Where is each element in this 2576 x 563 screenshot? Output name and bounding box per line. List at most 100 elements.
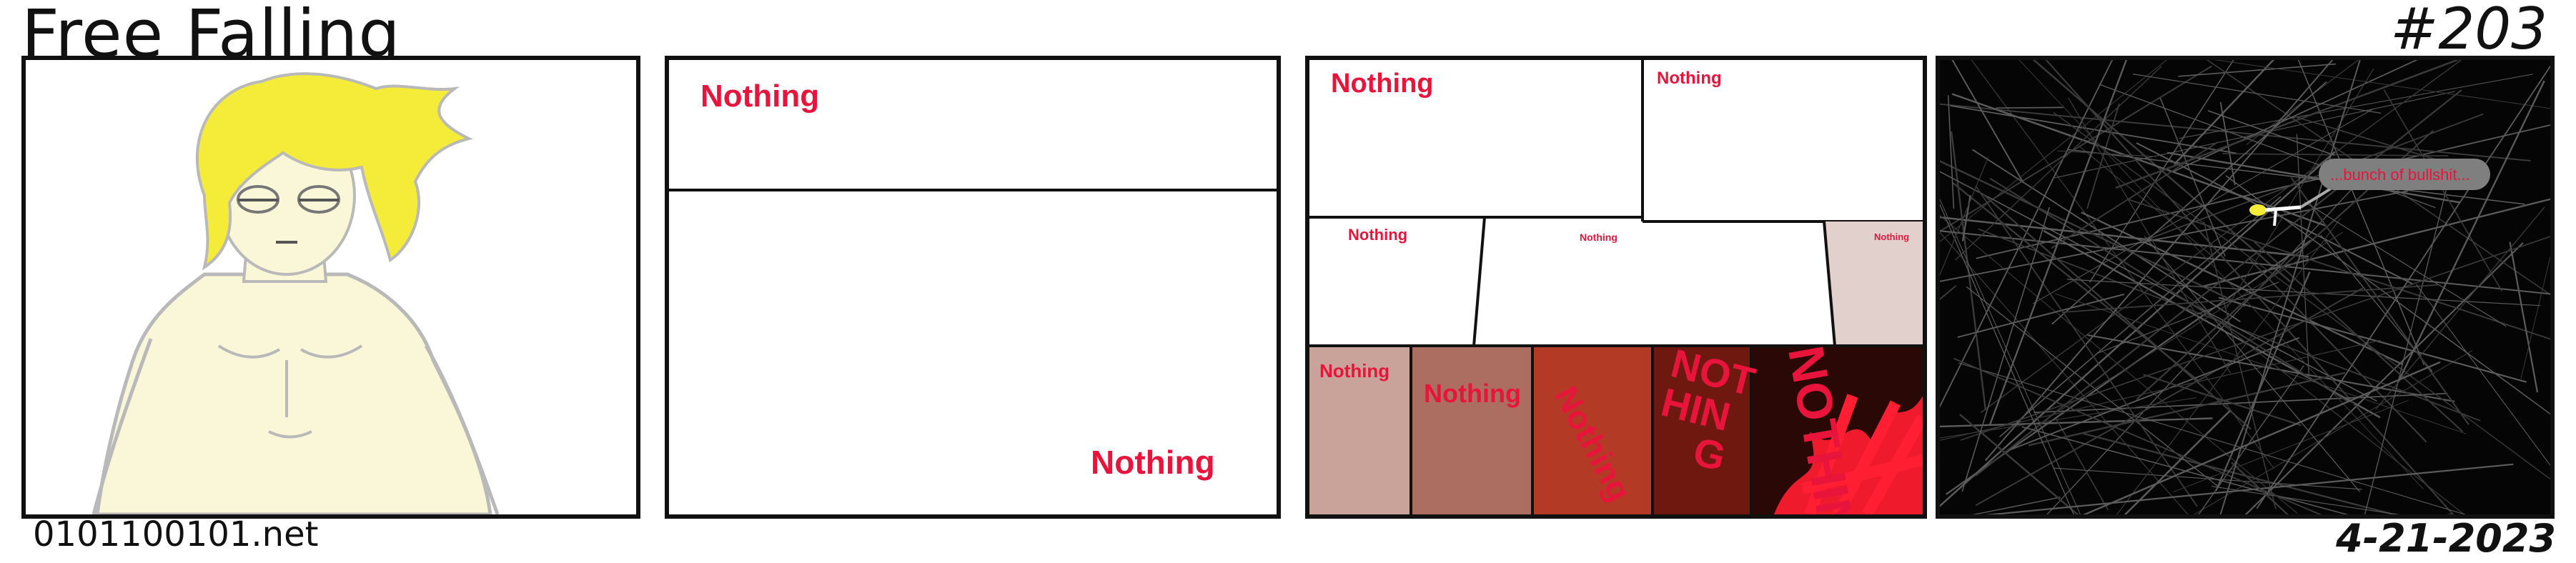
scratch-line [2028, 372, 2346, 447]
scratch-line [1972, 497, 2061, 514]
scratch-line [2254, 241, 2464, 432]
scratch-line [1999, 196, 2282, 437]
p3-cell-top-left: Nothing [1331, 69, 1434, 99]
scratch-line [2086, 103, 2120, 209]
speech-bubble: ...bunch of bullshit... [2319, 159, 2490, 190]
scratch-line [2051, 81, 2327, 325]
scratch-line [2218, 297, 2527, 383]
scratch-line [2096, 282, 2279, 354]
scratch-line [2018, 60, 2424, 489]
scratch-line [2375, 206, 2545, 410]
scratch-line [2173, 399, 2409, 492]
panel-3-grid [1309, 60, 1923, 514]
scratch-line [1940, 60, 2114, 408]
scratch-line [2231, 462, 2289, 514]
scratch-line [2055, 293, 2467, 434]
scratch-line [1940, 60, 2168, 242]
scratch-line [2215, 271, 2311, 492]
scratch-line [2256, 65, 2550, 509]
panel-4: ...bunch of bullshit... [1936, 56, 2555, 519]
scratch-line [2166, 151, 2460, 204]
scratch-line [1961, 206, 2050, 492]
panel-2-top-text: Nothing [700, 79, 820, 114]
scratch-line [1982, 193, 2251, 430]
comic-date: 4-21-2023 [2336, 516, 2556, 561]
scratch-line [2032, 60, 2292, 283]
scratch-line [2056, 418, 2109, 511]
scratch-line [2214, 60, 2550, 109]
scratch-line [2051, 141, 2219, 249]
issue-number: #203 [2390, 0, 2547, 62]
scratch-line [2116, 218, 2341, 514]
falling-figure [2249, 177, 2342, 226]
scratch-line [1955, 66, 2162, 261]
scratch-line [1940, 214, 2298, 514]
scratch-line [2178, 289, 2465, 514]
panel-2-divider [669, 189, 1277, 191]
scratch-line [2143, 374, 2302, 427]
scratch-line [1996, 106, 2064, 109]
scratch-line [1980, 60, 2462, 414]
scratch-line [2290, 176, 2470, 425]
scratch-line [2174, 60, 2275, 165]
scratch-line [2383, 89, 2503, 292]
scratch-line [2203, 221, 2277, 509]
panel-3: Nothing Nothing Nothing Nothing Nothing … [1305, 56, 1927, 519]
scratch-line [2087, 334, 2455, 402]
p3-cell-mid-center: Nothing [1580, 231, 1618, 243]
scratch-line [2083, 432, 2397, 514]
scratch-line [2509, 241, 2539, 393]
scratch-line [1984, 60, 2334, 462]
scratch-line [2144, 236, 2360, 492]
site-url[interactable]: 0101100101.net [33, 514, 319, 554]
scratch-line [2178, 63, 2337, 77]
scratch-line [2082, 361, 2441, 514]
p3-cell-mid-right: Nothing [1874, 231, 1910, 242]
scratch-line [1975, 287, 2364, 507]
scratch-line [2066, 279, 2540, 307]
void-scratches [1940, 60, 2550, 514]
scratch-line [2203, 198, 2550, 287]
scratch-line [2057, 150, 2156, 157]
scratch-line [1940, 151, 2336, 507]
scratch-line [2415, 284, 2550, 467]
p3-cell-mid-left: Nothing [1348, 226, 1408, 244]
p3-cell-top-right: Nothing [1657, 69, 1722, 88]
scratch-line [1940, 417, 2213, 428]
scratch-line [2211, 486, 2400, 514]
scratch-line [1940, 160, 2246, 307]
scratch-line [1957, 293, 2125, 338]
p3-cell-bottom-2: Nothing [1424, 379, 1521, 408]
scratch-line [2304, 201, 2507, 327]
scratch-line [1940, 397, 2196, 439]
scratch-line [2179, 74, 2534, 139]
scratch-line [1940, 190, 2409, 282]
scratch-line [2225, 175, 2550, 415]
scratch-line [2159, 97, 2226, 257]
scratch-line [1951, 60, 2024, 183]
scratch-line [1975, 185, 2198, 507]
scratch-line [1940, 65, 2212, 232]
panel-2: Nothing Nothing [665, 56, 1281, 519]
scratch-line [1940, 285, 1957, 301]
scratch-line [2174, 60, 2418, 172]
scratch-line [1976, 124, 2550, 259]
scratch-line [1953, 357, 2322, 514]
scratch-line [1988, 60, 2128, 426]
scratch-line [2033, 392, 2448, 414]
scratch-line [2089, 60, 2234, 283]
scratch-line [2061, 284, 2438, 313]
scratch-line [2021, 426, 2349, 514]
scratch-line [2198, 365, 2304, 514]
scratch-line [2061, 231, 2343, 410]
panel-2-bottom-text: Nothing [1091, 444, 1215, 481]
p3-cell-bottom-1: Nothing [1319, 360, 1390, 382]
scratch-line [2219, 60, 2361, 514]
panel-1 [21, 56, 640, 519]
scratch-line [1989, 177, 2349, 403]
scratch-line [2226, 69, 2374, 309]
scratch-line [2364, 168, 2452, 514]
scratch-line [1974, 89, 2462, 477]
scratch-line [1940, 203, 2074, 514]
scratch-line [2128, 199, 2550, 340]
